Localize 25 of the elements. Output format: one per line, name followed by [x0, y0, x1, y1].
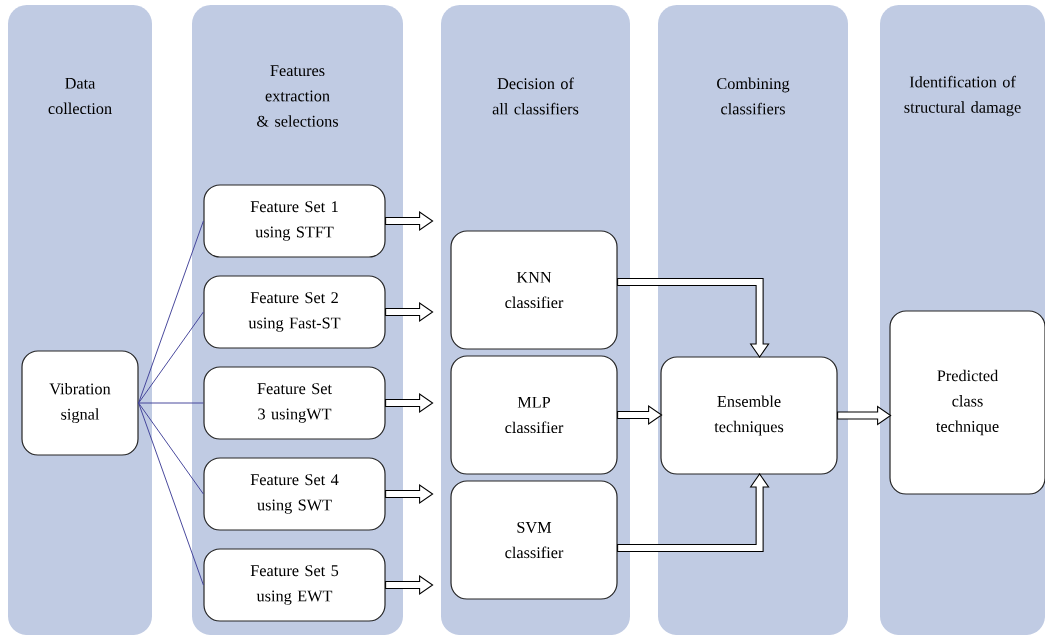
process-box: SVM classifier — [450, 480, 618, 600]
hollow-arrow — [385, 210, 434, 232]
hollow-arrow — [385, 301, 434, 323]
process-box: MLP classifier — [450, 355, 618, 475]
process-box: Feature Set 5 using EWT — [203, 548, 386, 622]
connector-line — [138, 402, 204, 586]
hollow-arrow — [617, 277, 770, 358]
hollow-arrow — [385, 575, 434, 596]
process-box: Predicted class technique — [889, 310, 1045, 495]
hollow-arrow — [617, 405, 663, 426]
process-box: Feature Set 1 using STFT — [203, 184, 386, 258]
process-box: Vibration signal — [21, 350, 139, 456]
process-box: KNN classifier — [450, 230, 618, 350]
connector-line — [138, 402, 204, 495]
connector-line — [138, 402, 204, 404]
hollow-arrow — [837, 405, 892, 426]
hollow-arrow — [617, 473, 770, 553]
process-box: Ensemble techniques — [660, 356, 838, 475]
process-box: Feature Set 2 using Fast-ST — [203, 275, 386, 349]
connector-line — [138, 311, 204, 404]
hollow-arrow — [385, 392, 434, 414]
hollow-arrow — [385, 484, 434, 505]
process-box: Feature Set 4 using SWT — [203, 457, 386, 531]
process-box: Feature Set 3 usingWT — [203, 366, 386, 440]
connector-line — [138, 220, 204, 404]
